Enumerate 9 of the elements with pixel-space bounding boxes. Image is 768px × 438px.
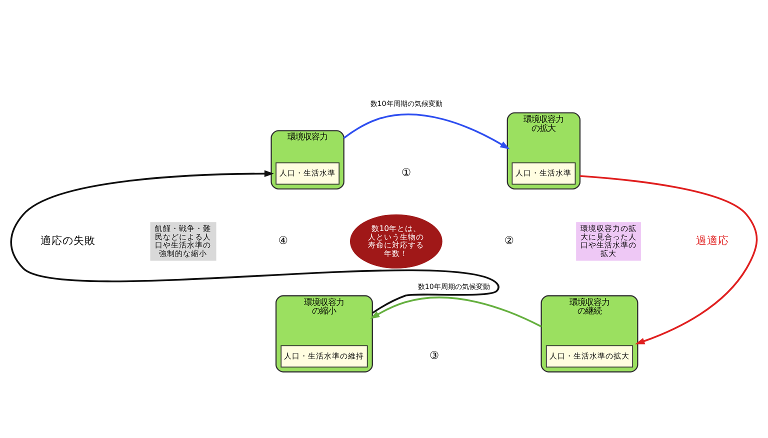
arrow [343,114,510,150]
label: ① [401,166,412,180]
arrow [580,175,758,344]
arrow [10,170,498,314]
label: ④ [278,234,288,248]
label: 過適応 [696,235,730,248]
label: ② [504,234,514,248]
label: ③ [429,349,440,362]
label: 適応の失敗 [40,235,96,248]
